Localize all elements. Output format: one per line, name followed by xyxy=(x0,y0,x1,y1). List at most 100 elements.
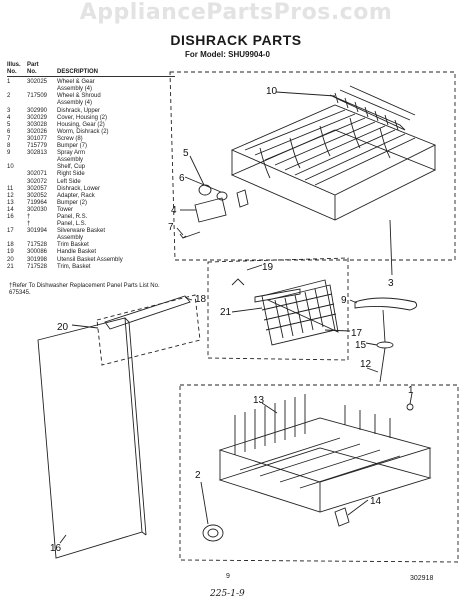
header-illus: Illus. No. xyxy=(7,62,27,76)
parts-row: 8 715779 Bumper (7) xyxy=(7,143,175,150)
parts-row: Assembly xyxy=(7,235,175,242)
gear-housing xyxy=(198,184,212,196)
callout-15: 15 xyxy=(355,340,367,351)
parts-cell-part: 302030 xyxy=(27,206,48,213)
footnote: †Refer To Dishwasher Replacement Panel P… xyxy=(9,283,160,296)
header-illus-line1: Illus. xyxy=(7,62,21,68)
parts-cell-illus: 1 xyxy=(7,79,11,86)
parts-row: † Panel, L.S. xyxy=(7,221,175,228)
trim-basket xyxy=(254,288,301,303)
parts-cell-illus: 16 xyxy=(7,213,14,220)
upper-rack-box xyxy=(169,71,456,261)
parts-cell-illus: 13 xyxy=(7,199,14,206)
callout-9: 9 xyxy=(341,295,347,306)
callout-21: 21 xyxy=(220,307,232,318)
parts-cell-illus: 21 xyxy=(7,263,14,270)
parts-cell-part: 302029 xyxy=(27,114,48,121)
parts-cell-part: 302026 xyxy=(27,128,48,135)
parts-cell-illus: 18 xyxy=(7,242,14,249)
parts-row: 2 717509 Wheel & Shroud xyxy=(7,93,175,100)
parts-cell-part: 302057 xyxy=(27,185,48,192)
parts-cell-illus: 10 xyxy=(7,164,14,171)
callout-18: 18 xyxy=(195,294,207,305)
parts-cell-illus: 19 xyxy=(7,249,14,256)
parts-cell-part: 302071 xyxy=(27,171,48,178)
parts-cell-desc: Screw (8) xyxy=(57,135,83,142)
parts-row: Assembly (4) xyxy=(7,86,175,93)
parts-cell-part: † xyxy=(27,221,31,228)
model-line: For Model: SHU9904-0 xyxy=(185,50,270,59)
wheel-gear xyxy=(406,403,414,411)
parts-cell-illus: 8 xyxy=(7,143,11,150)
parts-cell-part: 717509 xyxy=(27,93,48,100)
parts-cell-part: 301077 xyxy=(27,135,48,142)
parts-cell-illus: 5 xyxy=(7,121,11,128)
screw xyxy=(182,231,201,239)
document-id: 302918 xyxy=(410,575,434,582)
parts-row: 1 302025 Wheel & Gear xyxy=(7,79,175,86)
parts-cell-desc: Utensil Basket Assembly xyxy=(57,256,123,263)
parts-cell-part: 302025 xyxy=(27,79,48,86)
callout-5: 5 xyxy=(183,148,189,159)
cup-shelf xyxy=(329,85,416,131)
tower xyxy=(334,507,350,527)
parts-cell-illus: 2 xyxy=(7,93,11,100)
parts-cell-desc: Bumper (7) xyxy=(57,143,88,150)
parts-cell-desc: Spray Arm xyxy=(57,150,86,157)
parts-cell-part: 717528 xyxy=(27,263,48,270)
callout-10: 10 xyxy=(266,86,278,97)
parts-row: 7 301077 Screw (8) xyxy=(7,136,175,143)
header-part-line2: No. xyxy=(27,69,37,76)
page-title: DISHRACK PARTS xyxy=(170,32,302,48)
parts-cell-desc: Handle Basket xyxy=(57,249,97,256)
parts-row: 19 300086 Handle Basket xyxy=(7,249,175,256)
parts-cell-illus: 20 xyxy=(7,256,14,263)
parts-cell-desc: Left Side xyxy=(57,178,81,185)
parts-cell-part: 302052 xyxy=(27,192,48,199)
callout-19: 19 xyxy=(262,262,274,273)
parts-cell-desc: Bumper (2) xyxy=(57,199,88,206)
lower-dishrack xyxy=(218,394,432,513)
parts-cell-part: 302072 xyxy=(27,178,48,185)
parts-row: 12 302052 Adapter, Rack xyxy=(7,193,175,200)
header-part-line1: Part xyxy=(27,62,39,68)
parts-cell-illus: 17 xyxy=(7,228,14,235)
parts-cell-illus: 12 xyxy=(7,192,14,199)
parts-row: 302072 Left Side xyxy=(7,179,175,186)
parts-cell-illus: 3 xyxy=(7,107,11,114)
housing-cover xyxy=(194,197,227,223)
parts-cell-desc: Wheel & Gear xyxy=(57,79,95,86)
parts-cell-desc: Tower xyxy=(57,206,74,213)
parts-cell-part: 715779 xyxy=(27,143,48,150)
site-watermark: AppliancePartsPros.com xyxy=(79,0,393,25)
parts-row: Assembly (4) xyxy=(7,100,175,107)
parts-cell-desc: Panel, L.S. xyxy=(57,221,87,228)
callout-1: 1 xyxy=(408,385,414,396)
utensil-basket-box xyxy=(96,294,201,366)
callout-7: 7 xyxy=(168,222,174,233)
parts-cell-desc: Assembly xyxy=(57,235,84,242)
silverware-box xyxy=(207,257,349,361)
parts-cell-illus: 11 xyxy=(7,185,14,192)
parts-cell-desc: Wheel & Shroud xyxy=(57,93,101,100)
parts-cell-desc: Assembly (4) xyxy=(57,86,93,93)
parts-list-header: Illus. No. Part No. DESCRIPTION xyxy=(7,62,175,78)
parts-cell-desc: Dishrack, Upper xyxy=(57,107,101,114)
callout-6: 6 xyxy=(179,173,185,184)
parts-cell-part: 300086 xyxy=(27,249,48,256)
header-illus-line2: No. xyxy=(7,69,17,76)
lower-rack-box xyxy=(179,384,459,563)
parts-cell-illus: 7 xyxy=(7,135,11,142)
handle-basket xyxy=(231,278,245,286)
parts-cell-desc: Adapter, Rack xyxy=(57,192,95,199)
callout-12: 12 xyxy=(360,359,372,370)
